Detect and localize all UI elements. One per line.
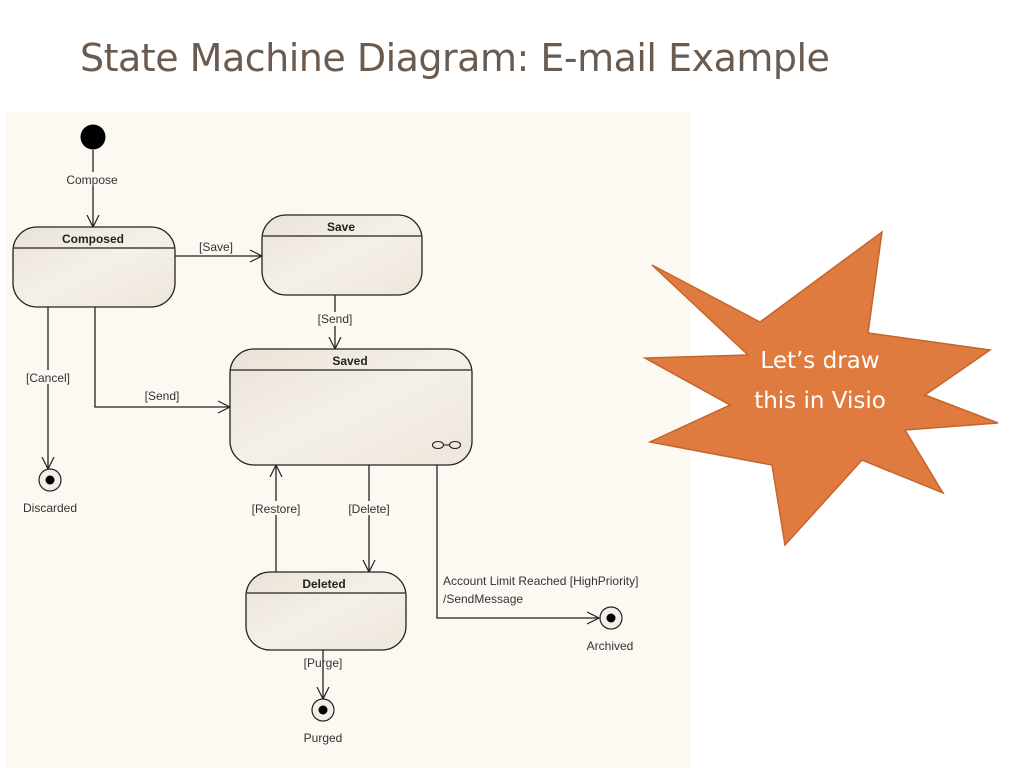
label-send: [Send] (145, 389, 180, 403)
state-saved: Saved (229, 348, 473, 466)
transition-purge: [Purge] (304, 650, 343, 699)
final-state-purged: Purged (304, 698, 343, 745)
transition-archive: Account Limit Reached [HighPriority] /Se… (436, 465, 638, 618)
transition-save: [Save] (175, 240, 262, 256)
callout-text-line1: Let’s draw (760, 348, 879, 374)
state-deleted: Deleted (245, 571, 407, 651)
final-state-label: Discarded (23, 501, 77, 515)
label-compose: Compose (66, 173, 118, 187)
label-send: [Send] (318, 312, 353, 326)
slide-title: State Machine Diagram: E-mail Example (80, 36, 830, 80)
label-archive-trigger: Account Limit Reached [HighPriority] (443, 574, 638, 588)
initial-state (80, 124, 106, 150)
transition-send-from-composed: [Send] (94, 307, 230, 407)
label-save: [Save] (199, 240, 233, 254)
transition-compose: Compose (60, 150, 126, 227)
label-delete: [Delete] (348, 502, 389, 516)
transition-restore: [Restore] (245, 465, 307, 572)
callout-text-line2: this in Visio (754, 388, 886, 414)
state-name: Composed (62, 232, 124, 246)
transition-delete: [Delete] (342, 465, 398, 572)
label-restore: [Restore] (252, 502, 301, 516)
final-state-archived: Archived (587, 606, 634, 653)
final-state-discarded: Discarded (23, 468, 77, 515)
transition-cancel: [Cancel] (18, 307, 78, 469)
final-state-label: Purged (304, 731, 343, 745)
final-state-label: Archived (587, 639, 634, 653)
callout-starburst: Let’s draw this in Visio (642, 230, 999, 547)
state-name: Saved (332, 354, 367, 368)
label-cancel: [Cancel] (26, 371, 70, 385)
composite-state-icon (431, 440, 462, 450)
state-composed: Composed (12, 226, 176, 308)
label-purge: [Purge] (304, 656, 343, 670)
state-name: Save (327, 220, 355, 234)
transition-send-from-save: [Send] (310, 295, 360, 349)
label-archive-action: /SendMessage (443, 592, 523, 606)
state-name: Deleted (302, 577, 345, 591)
state-save: Save (261, 214, 423, 296)
starburst-shape (642, 230, 999, 547)
